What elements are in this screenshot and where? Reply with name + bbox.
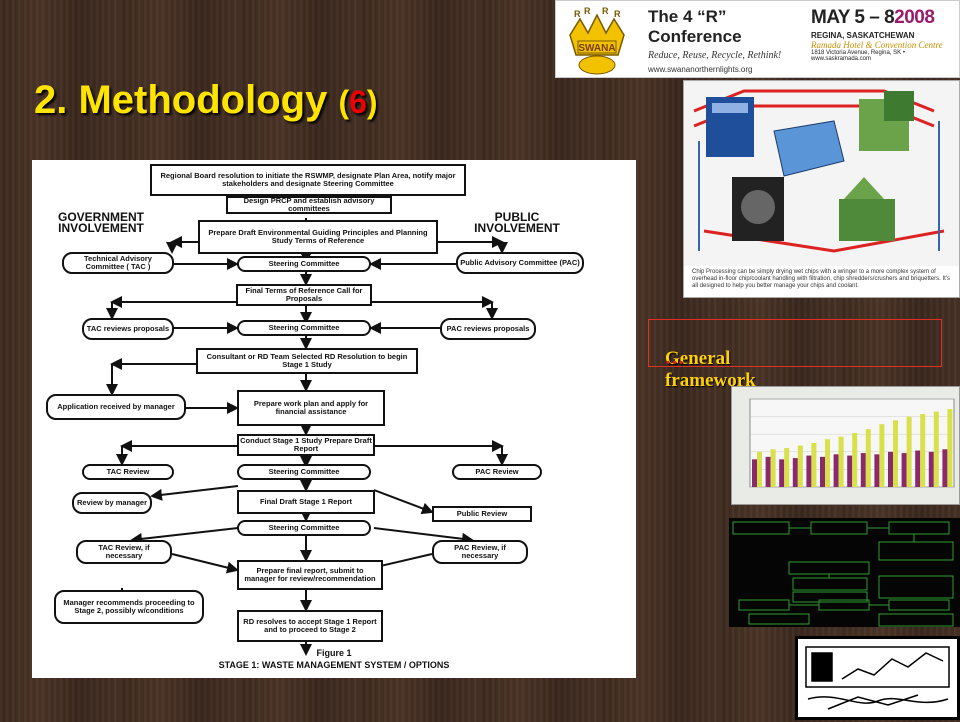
flow-box-prepare-final-report: Prepare final report, submit to manager … — [237, 560, 383, 590]
general-framework-box: General framework… — [648, 319, 942, 391]
bar-chart-bar — [906, 416, 912, 487]
flow-box-steering-4: Steering Committee — [237, 520, 371, 536]
bar-chart-bar — [920, 414, 926, 487]
bar-chart-svg — [749, 398, 955, 488]
flow-box-manager-recommends: Manager recommends proceeding to Stage 2… — [54, 590, 204, 624]
flow-box-draft-principles: Prepare Draft Environmental Guiding Prin… — [198, 220, 438, 254]
bar-chart-bar — [779, 459, 785, 487]
conference-info: The 4 “R” Conference Reduce, Reuse, Recy… — [648, 7, 798, 74]
bar-chart-bar — [928, 451, 934, 487]
title-number: 6 — [349, 84, 367, 120]
bar-chart-bar — [770, 449, 776, 487]
machines-caption: Chip Processing can be simply drying wet… — [692, 269, 950, 289]
bar-chart-bar — [933, 411, 939, 487]
bar-chart-bar — [838, 436, 844, 487]
dark-flowchart-svg — [732, 521, 954, 627]
bar-chart-bar — [865, 429, 871, 487]
svg-text:R: R — [614, 9, 621, 19]
bar-chart-bar — [901, 453, 907, 487]
conference-city: REGINA, SASKATCHEWAN — [811, 31, 915, 40]
title-text: 2. Methodology — [34, 78, 339, 122]
flow-box-conduct-study: Conduct Stage 1 Study Prepare Draft Repo… — [237, 434, 375, 456]
flow-box-pac-review-if-necessary: PAC Review, if necessary — [432, 540, 528, 564]
bar-chart-bar — [784, 448, 790, 487]
flow-box-application-received: Application received by manager — [46, 394, 186, 420]
svg-text:R: R — [574, 9, 581, 19]
flow-box-steering-3: Steering Committee — [237, 464, 371, 480]
slide-title: 2. Methodology (6) — [34, 78, 378, 123]
bar-chart-bar — [792, 458, 798, 487]
conference-tagline: Reduce, Reuse, Recycle, Rethink! — [648, 50, 782, 61]
logo-text: SWANA — [578, 43, 615, 54]
bar-chart-bar — [874, 454, 880, 487]
flow-box-work-plan: Prepare work plan and apply for financia… — [237, 390, 385, 426]
flow-box-design-prcp: Design PRCP and establish advisory commi… — [226, 196, 392, 214]
swana-crown-logo: SWANA R R R R — [569, 7, 625, 75]
bar-chart-bar — [947, 409, 953, 487]
bar-chart-thumbnail — [731, 386, 960, 505]
flow-box-steering-1: Steering Committee — [237, 256, 371, 272]
bar-chart-bar — [757, 451, 762, 487]
flowchart-connectors — [106, 194, 508, 656]
conference-banner: SWANA R R R R The 4 “R” Conference Reduc… — [555, 0, 960, 78]
flow-box-final-terms: Final Terms of Reference Call for Propos… — [236, 284, 372, 306]
conference-url: www.swananorthernlights.org — [648, 65, 753, 74]
conference-venue: Ramada Hotel & Convention Centre — [811, 40, 943, 50]
title-paren-open: ( — [338, 84, 350, 120]
bar-chart-bar — [765, 456, 771, 487]
flow-box-tac-reviews: TAC reviews proposals — [82, 318, 174, 340]
flow-box-tac-review-if-necessary: TAC Review, if necessary — [76, 540, 172, 564]
handshake-sketch-svg — [798, 639, 957, 717]
chip-processing-image: Chip Processing can be simply drying wet… — [683, 80, 960, 298]
bar-chart-bar — [820, 456, 825, 487]
bar-chart-bar — [806, 455, 812, 487]
bar-chart-bar — [811, 443, 817, 487]
machinery-illustration — [684, 81, 959, 266]
flow-box-pac-reviews: PAC reviews proposals — [440, 318, 536, 340]
bar-chart-bar — [888, 451, 893, 487]
flow-box-tac: Technical Advisory Committee ( TAC ) — [62, 252, 174, 274]
flow-box-final-draft: Final Draft Stage 1 Report — [237, 490, 375, 514]
bar-chart-bar — [833, 454, 839, 487]
svg-text:R: R — [584, 7, 591, 16]
bar-chart-bar — [847, 455, 853, 487]
date-year: 2008 — [894, 7, 935, 28]
bar-chart-bar — [893, 420, 898, 487]
svg-text:R: R — [602, 7, 609, 16]
figure-number: Figure 1 — [316, 648, 352, 658]
bar-chart-bar — [797, 445, 803, 487]
bar-chart-bar — [942, 449, 948, 487]
flow-box-pac: Public Advisory Committee (PAC) — [456, 252, 584, 274]
flow-box-rd-resolves: RD resolves to accept Stage 1 Report and… — [237, 610, 383, 642]
bar-chart-bar — [860, 453, 866, 487]
flow-box-manager-review: Review by manager — [72, 492, 152, 514]
bar-chart-bar — [852, 432, 858, 487]
conference-address: 1818 Victoria Avenue, Regina, SK • www.s… — [811, 50, 905, 62]
flow-box-public-review: Public Review — [432, 506, 532, 522]
dark-flowchart-thumbnail — [729, 518, 960, 627]
flow-box-tac-review: TAC Review — [82, 464, 174, 480]
bar-chart-bar — [915, 450, 921, 487]
title-paren-close: ) — [366, 84, 378, 120]
bar-chart-bar — [752, 459, 757, 487]
bar-chart-bar — [825, 439, 830, 487]
flow-box-pac-review: PAC Review — [452, 464, 542, 480]
conference-date: MAY 5 – 82008 REGINA, SASKATCHEWAN Ramad… — [811, 7, 956, 62]
flow-box-consultant-selected: Consultant or RD Team Selected RD Resolu… — [196, 348, 418, 374]
date-range: MAY 5 – 8 — [811, 7, 895, 28]
figure-caption: STAGE 1: WASTE MANAGEMENT SYSTEM / OPTIO… — [218, 660, 450, 670]
flow-box-board-resolution: Regional Board resolution to initiate th… — [150, 164, 466, 196]
flow-box-steering-2: Steering Committee — [237, 320, 371, 336]
bar-chart-bar — [879, 424, 885, 487]
handshake-sketch-image — [795, 636, 960, 720]
conference-title: The 4 “R” Conference — [648, 7, 742, 46]
